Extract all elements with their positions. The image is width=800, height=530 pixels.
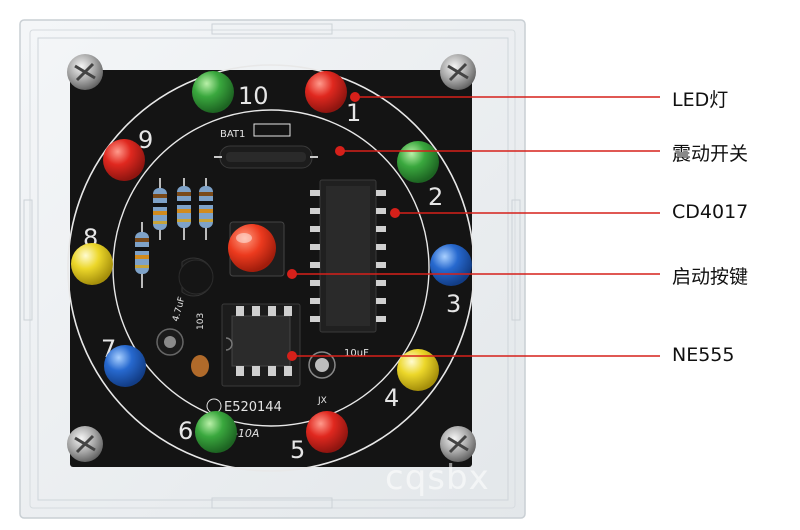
transistor xyxy=(178,257,214,297)
callout-led-label: LED灯 xyxy=(672,89,729,111)
silk-cap-big: 10uF xyxy=(344,348,369,359)
dial-number-6: 6 xyxy=(178,417,193,445)
vibration-switch xyxy=(214,145,318,169)
led-9 xyxy=(103,139,145,181)
led-10 xyxy=(192,71,234,113)
led-1 xyxy=(305,71,347,113)
callout-ne555-label: NE555 xyxy=(672,344,735,366)
callout-cd4017-label: CD4017 xyxy=(672,201,749,223)
dial-number-2: 2 xyxy=(428,183,443,211)
cd4017-chip xyxy=(310,179,386,333)
watermark: cqsbx xyxy=(385,458,490,498)
led-4 xyxy=(397,349,439,391)
resistors xyxy=(135,178,213,288)
capacitors xyxy=(156,328,336,379)
callout-vibration-switch-label: 震动开关 xyxy=(672,143,749,165)
silk-cert-code: E520144 xyxy=(224,400,282,415)
callout-lines xyxy=(287,92,660,361)
screws xyxy=(67,54,476,462)
dial-number-9: 9 xyxy=(138,126,153,154)
led-2 xyxy=(397,141,439,183)
dial-numbers: 10 1 2 3 4 5 6 7 8 9 xyxy=(83,82,461,464)
silk-bat: BAT1 xyxy=(220,129,245,140)
dial-number-10: 10 xyxy=(238,82,269,110)
led-7 xyxy=(104,345,146,387)
dial-number-1: 1 xyxy=(346,99,361,127)
led-5 xyxy=(306,411,348,453)
silk-cap-code: 103 xyxy=(196,313,206,330)
led-8 xyxy=(71,243,113,285)
silk-maker-mark: JX xyxy=(317,396,327,406)
dial-number-3: 3 xyxy=(446,290,461,318)
led-6 xyxy=(195,411,237,453)
ne555-chip xyxy=(221,303,301,387)
dial-rings xyxy=(67,64,475,472)
dial-number-5: 5 xyxy=(290,436,305,464)
led-3 xyxy=(430,244,472,286)
start-button xyxy=(228,221,285,277)
dial-number-4: 4 xyxy=(384,384,399,412)
callout-start-button-label: 启动按键 xyxy=(672,266,749,288)
